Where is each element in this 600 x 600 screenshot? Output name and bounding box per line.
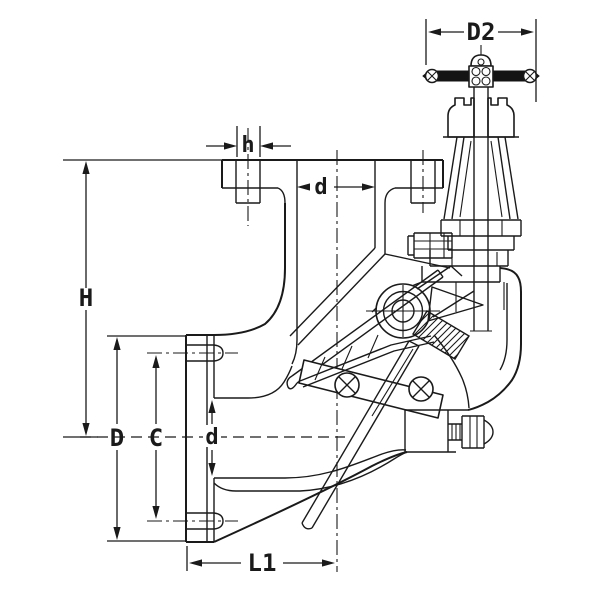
- dim-label-C: C: [149, 424, 163, 452]
- dimension-C: C: [149, 355, 163, 519]
- disc-strip: [299, 334, 435, 388]
- seat-ring: [286, 269, 484, 390]
- dimension-d-side: d: [203, 400, 221, 476]
- dimension-D2: D2: [425, 18, 537, 102]
- dim-label-D2: D2: [467, 18, 496, 46]
- handwheel-hub: [468, 65, 494, 88]
- dimension-H: H: [63, 159, 222, 438]
- yoke: [443, 136, 519, 220]
- dim-label-L1: L1: [248, 549, 277, 577]
- top-flange: [221, 159, 444, 204]
- dim-label-d-side: d: [205, 425, 218, 450]
- disc-bolt-left: [334, 372, 360, 398]
- valve-body: [185, 159, 522, 543]
- disc-bolt-right: [408, 376, 434, 402]
- dimension-d-top: d: [297, 175, 375, 200]
- hinge-bracket: [416, 265, 475, 318]
- dim-label-d-top: d: [314, 175, 327, 200]
- seat-cone: [427, 286, 484, 322]
- counterweight-lever: [301, 340, 420, 530]
- bolt-dome-tip: [483, 419, 494, 445]
- eyebolt-nut: [407, 232, 453, 259]
- gland-nut: [443, 97, 519, 138]
- dimension-L1: L1: [186, 546, 335, 577]
- seat-section-hatch: [412, 310, 470, 360]
- top-flange-bolt-hole-right: [410, 160, 436, 204]
- dimension-D: D: [107, 335, 186, 542]
- handwheel: [422, 54, 540, 88]
- handwheel-hub-dome: [470, 54, 492, 67]
- inlet-neck: [213, 160, 451, 365]
- side-flange-bolt-hole-lower: [186, 512, 214, 530]
- bonnet: [421, 219, 522, 312]
- side-bracket-bolt: [404, 409, 494, 453]
- dim-label-D: D: [110, 424, 124, 452]
- dimension-h: h: [206, 126, 291, 158]
- stem: [470, 86, 492, 332]
- hinge-pin-boss: [366, 283, 440, 339]
- body-lower: [213, 365, 408, 543]
- dim-label-H: H: [79, 284, 93, 312]
- side-flange-bolt-hole-upper: [186, 344, 214, 362]
- mechanism: [286, 265, 484, 530]
- dim-label-h: h: [241, 133, 254, 158]
- top-flange-bolt-hole-left: [235, 160, 261, 204]
